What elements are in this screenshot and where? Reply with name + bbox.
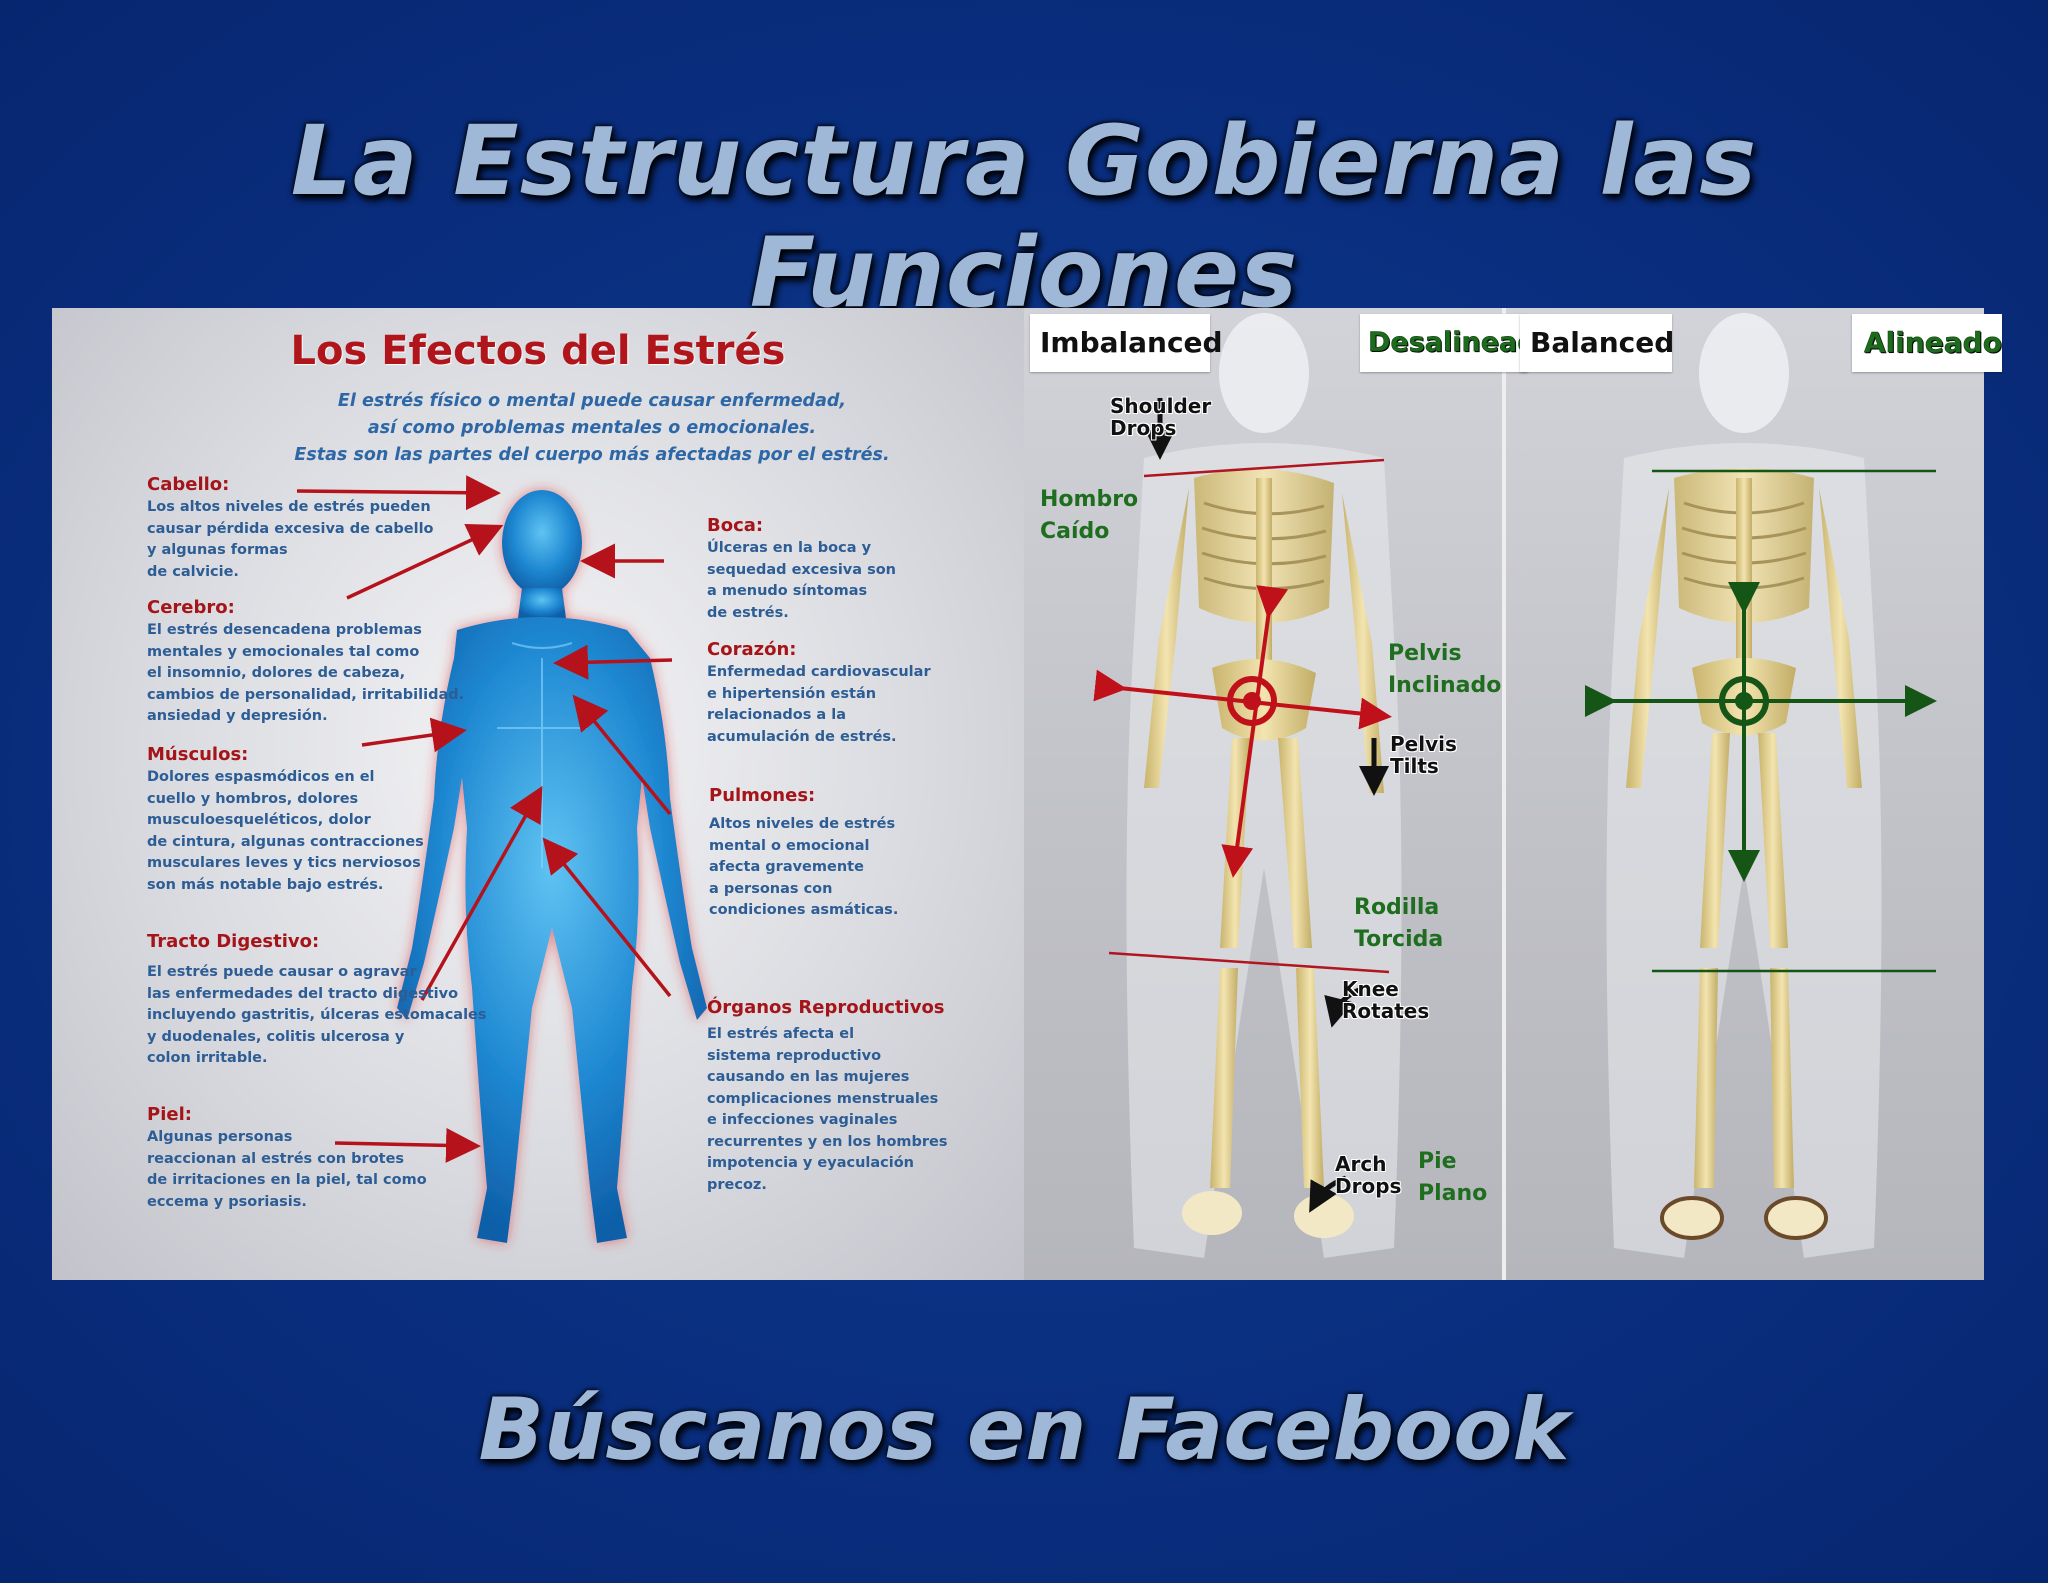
pelvis-inclinado-label: Pelvis Inclinado xyxy=(1388,641,1502,698)
section-title: Pulmones: xyxy=(709,785,816,806)
infographic-panel: Los Efectos del Estrés El estrés físico … xyxy=(52,308,2002,1280)
section-title: Cabello: xyxy=(147,474,230,495)
section-body: El estrés afecta el sistema reproductivo… xyxy=(707,1026,948,1193)
desalineado-label: Desalineado xyxy=(1360,314,1555,372)
section-musculos: Músculos: Dolores espasmódicos en el cue… xyxy=(147,743,424,896)
imbalanced-label: Imbalanced xyxy=(1030,314,1223,372)
section-body: El estrés puede causar o agravar las enf… xyxy=(147,964,487,1066)
alineado-label: Alineado xyxy=(1852,314,2002,372)
section-title: Tracto Digestivo: xyxy=(147,931,320,952)
section-title: Piel: xyxy=(147,1104,192,1125)
section-pulmones: Pulmones: Altos niveles de estrés mental… xyxy=(709,784,898,922)
section-body: Úlceras en la boca y sequedad excesiva s… xyxy=(707,540,897,621)
skeleton-illustration xyxy=(1093,308,1937,1280)
section-title: Órganos Reproductivos xyxy=(707,997,945,1018)
alignment-panel: Imbalanced Desalineado Balanced Alineado… xyxy=(1024,308,2002,1280)
section-title: Boca: xyxy=(707,515,764,536)
hombro-caido-label: Hombro Caído xyxy=(1040,487,1139,544)
section-body: Altos niveles de estrés mental o emocion… xyxy=(709,816,899,918)
stress-intro: El estrés físico o mental puede causar e… xyxy=(202,388,982,469)
stress-effects-panel: Los Efectos del Estrés El estrés físico … xyxy=(52,308,1024,1280)
section-title: Cerebro: xyxy=(147,597,235,618)
section-boca: Boca: Úlceras en la boca y sequedad exce… xyxy=(707,514,896,624)
arch-drops-label: Arch Drops xyxy=(1335,1152,1402,1198)
balanced-skeleton xyxy=(1585,313,1937,1258)
section-title: Músculos: xyxy=(147,744,249,765)
body-figure-illustration xyxy=(296,475,707,1243)
human-body-silhouette xyxy=(397,490,707,1243)
section-cerebro: Cerebro: El estrés desencadena problemas… xyxy=(147,596,464,728)
section-corazon: Corazón: Enfermedad cardiovascular e hip… xyxy=(707,638,931,748)
section-title: Corazón: xyxy=(707,639,797,660)
intro-line: Estas son las partes del cuerpo más afec… xyxy=(294,445,890,465)
section-organos-reproductivos: Órganos Reproductivos El estrés afecta e… xyxy=(707,996,948,1196)
section-body: Algunas personas reaccionan al estrés co… xyxy=(147,1129,427,1210)
shoulder-drops-label: Shoulder Drops xyxy=(1110,394,1212,440)
balanced-label: Balanced xyxy=(1520,314,1674,372)
section-piel: Piel: Algunas personas reaccionan al est… xyxy=(147,1103,427,1213)
page-title: La Estructura Gobierna las Funciones xyxy=(290,105,1758,329)
pelvis-tilts-label: Pelvis Tilts xyxy=(1390,732,1457,778)
intro-line: así como problemas mentales o emocionale… xyxy=(367,418,817,438)
imbalanced-skeleton xyxy=(1093,313,1402,1258)
section-body: El estrés desencadena problemas mentales… xyxy=(147,622,465,724)
section-body: Enfermedad cardiovascular e hipertensión… xyxy=(707,664,931,745)
rodilla-torcida-label: Rodilla Torcida xyxy=(1354,895,1444,952)
stress-panel-title: Los Efectos del Estrés xyxy=(290,328,786,374)
knee-rotates-label: Knee Rotates xyxy=(1342,977,1430,1023)
pointer-arrows xyxy=(296,475,673,1163)
facebook-cta: Búscanos en Facebook xyxy=(478,1380,1570,1480)
section-body: Los altos niveles de estrés pueden causa… xyxy=(147,499,434,580)
section-tracto-digestivo: Tracto Digestivo: El estrés puede causar… xyxy=(147,930,487,1070)
intro-line: El estrés físico o mental puede causar e… xyxy=(337,391,847,411)
section-cabello: Cabello: Los altos niveles de estrés pue… xyxy=(147,473,434,583)
pie-plano-label: Pie Plano xyxy=(1418,1149,1488,1206)
section-body: Dolores espasmódicos en el cuello y homb… xyxy=(147,769,424,893)
